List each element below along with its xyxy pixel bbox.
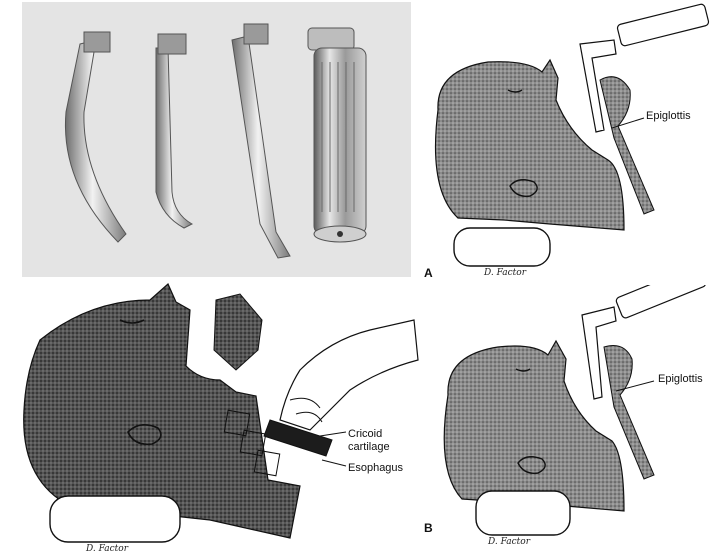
artist-signature-b: D. Factor (488, 537, 530, 547)
pillow-b (476, 491, 570, 535)
cricoid-leader (320, 432, 346, 436)
laryngoscope-photo (22, 2, 411, 277)
epiglottis-label-a: Epiglottis (646, 110, 691, 122)
curved-blade (65, 32, 126, 242)
epiglottis-label-b: Epiglottis (658, 373, 703, 385)
figure-letter-a: A (424, 266, 433, 280)
straight-blade-1 (156, 34, 192, 228)
figure-letter-b: B (424, 521, 433, 535)
hand-icon (280, 320, 418, 430)
figure-a: Epiglottis A D. Factor (418, 0, 723, 285)
pillow-c (50, 496, 180, 542)
figure-cricoid-pressure: Cricoid cartilage Esophagus D. Factor (0, 280, 420, 560)
cricoid-cartilage-label: Cricoid cartilage (348, 428, 390, 454)
figure-b: Epiglottis B D. Factor (418, 285, 723, 560)
esophagus-label: Esophagus (348, 462, 403, 474)
esophagus-leader (322, 460, 346, 466)
laryngoscope-handle (308, 28, 366, 242)
artist-signature-c: D. Factor (86, 544, 128, 554)
pillow-a (454, 228, 550, 266)
artist-signature-a: D. Factor (484, 268, 526, 278)
straight-blade-2 (232, 24, 290, 258)
